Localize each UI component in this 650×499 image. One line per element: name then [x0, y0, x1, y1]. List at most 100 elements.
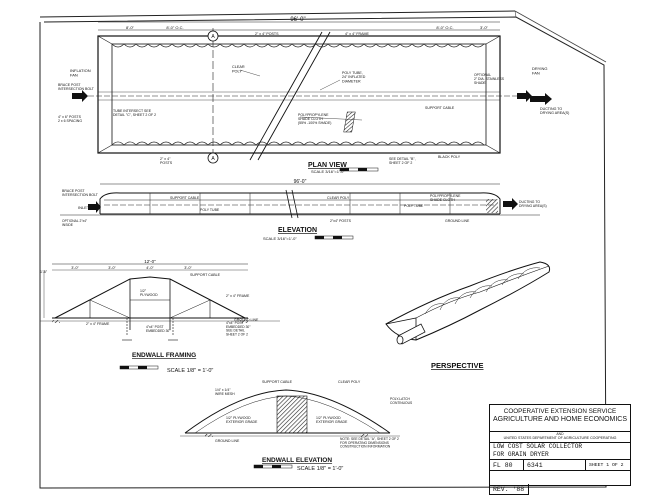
ef-frame-a: 2" x 4" FRAME [226, 294, 250, 298]
plan-dim-f: 3'-0" [480, 25, 489, 30]
ef-dim-a: 3'-0" [71, 266, 79, 270]
elev-poly-label: POLY TUBE [404, 204, 424, 208]
plan-scallops-bottom [111, 141, 485, 146]
title-block-org: COOPERATIVE EXTENSION SERVICE AGRICULTUR… [490, 405, 630, 432]
section-marker-bottom-label: A [211, 156, 215, 162]
drawing-code: FL 80 [490, 460, 524, 470]
endwall-framing: 12'-0" 3'-0" 3'-0" 4'-0" 3'-0" 1'-6" SUP… [40, 259, 280, 374]
endwall-framing-title: ENDWALL FRAMING [132, 352, 196, 359]
plan-overall-dim: 96'-0" [290, 17, 305, 23]
plan-posts: 2" x 4"POSTS [160, 157, 173, 165]
org-line1: COOPERATIVE EXTENSION SERVICE [503, 408, 617, 415]
elev-poly-tube: POLY TUBE [200, 208, 220, 212]
plan-view-scale: SCALE 3/16"=1'-0" [311, 169, 345, 174]
elev-support-cable: SUPPORT CABLE [170, 196, 200, 200]
plan-dim-b: 8'-0" O.C. [166, 25, 183, 30]
title-block: COOPERATIVE EXTENSION SERVICE AGRICULTUR… [489, 404, 631, 486]
plan-black-poly: BLACK POLY [438, 155, 461, 159]
dept-and: AND [556, 432, 564, 436]
org-line2: AGRICULTURE AND HOME ECONOMICS [492, 416, 628, 423]
elev-inlet: INLET [78, 205, 90, 210]
plan-inner-frame [111, 43, 487, 146]
ee-support-cable: SUPPORT CABLE [262, 380, 293, 384]
elev-overall-dim: 96'-0" [294, 179, 307, 185]
section-marker-bottom [207, 152, 219, 164]
plan-view: 96'-0" 8'-0" 8'-0" O.C. 2" x 4" POSTS 4"… [58, 17, 569, 174]
ef-frame-b: 2" x 4" FRAME [86, 322, 110, 326]
ducting-arrow [530, 93, 552, 105]
title-block-dept: AND UNITED STATES DEPARTMENT OF AGRICULT… [490, 432, 630, 443]
title-block-numbers: FL 80 6341 SHEET 1 OF 2 [490, 460, 630, 471]
elevation-title: ELEVATION [278, 227, 317, 234]
ef-dim-b: 3'-0" [108, 266, 116, 270]
ee-wire-mesh [276, 395, 308, 434]
elev-inlet-arrow [88, 201, 101, 213]
ef-ground-line: GROUND LINE [234, 318, 259, 322]
ef-support-cable: SUPPORT CABLE [190, 273, 221, 277]
section-marker-top [207, 30, 219, 42]
plan-outer-frame [97, 35, 501, 154]
plan-see-detail: SEE DETAIL "B",SHEET 2 OF 2 [389, 157, 416, 165]
ef-dim-side: 1'-6" [40, 270, 48, 274]
elev-ground-line: GROUND LINE [445, 219, 470, 223]
dept-line: UNITED STATES DEPARTMENT OF AGRICULTURE … [503, 436, 617, 440]
ef-dim-c: 4'-0" [146, 266, 154, 270]
title-block-title: LOW COST SOLAR COLLECTOR FOR GRAIN DRYER [490, 443, 630, 460]
elev-shade-cloth [486, 199, 498, 213]
elev-posts: 2"x4" POSTS [330, 219, 352, 223]
plan-view-title: PLAN VIEW [308, 162, 347, 169]
elevation-scale: SCALE 3/16"=1'-0" [263, 236, 297, 241]
ef-dim-top: 12'-0" [144, 259, 156, 264]
elev-optional: OPTIONAL 2"x4"INSIDE [62, 219, 88, 227]
ef-plywood: 1/2"PLYWOOD [140, 289, 158, 297]
ee-clear-poly: CLEAR POLY [338, 380, 361, 384]
plan-support-cable: SUPPORT CABLE [425, 106, 455, 110]
drawing-title-line1: LOW COST SOLAR COLLECTOR [493, 443, 583, 450]
ef-rafter-left [54, 276, 246, 319]
ee-ground-line: GROUND LINE [215, 439, 240, 443]
ef-dim-d: 3'-0" [184, 266, 192, 270]
plan-shade-cloth [343, 111, 356, 133]
plan-scallops-top [111, 43, 485, 48]
ee-arch [184, 389, 391, 434]
elev-clear-poly: CLEAR POLY [327, 196, 350, 200]
plan-dim-e: 8'-0" O.C. [436, 25, 453, 30]
plan-dim-c: 2" x 4" POSTS [255, 32, 279, 36]
plan-dim-a: 8'-0" [126, 25, 135, 30]
perspective-view: PERSPECTIVE [385, 261, 551, 370]
endwall-elevation: SUPPORT CABLE CLEAR POLY 1/4" x 1/4"WIRE… [180, 380, 413, 472]
perspective-shell [385, 261, 551, 341]
plan-dim-d: 4" x 4" FRAME [345, 32, 370, 36]
drying-fan-arrow [517, 90, 532, 102]
elev-outlet-arrow [503, 198, 518, 210]
endwall-framing-scale: SCALE 1/8" = 1'-0" [167, 368, 213, 374]
endwall-elevation-scale: SCALE 1/8" = 1'-0" [297, 466, 343, 472]
drawing-title-line2: FOR GRAIN DRYER [493, 451, 549, 458]
sheet-border [39, 10, 607, 489]
perspective-title: PERSPECTIVE [431, 361, 484, 370]
endwall-elevation-title: ENDWALL ELEVATION [262, 457, 332, 464]
drawing-number: 6341 [524, 460, 586, 470]
revision-box: REV. '88 [489, 484, 529, 495]
sheet-number: SHEET 1 OF 2 [589, 463, 624, 468]
